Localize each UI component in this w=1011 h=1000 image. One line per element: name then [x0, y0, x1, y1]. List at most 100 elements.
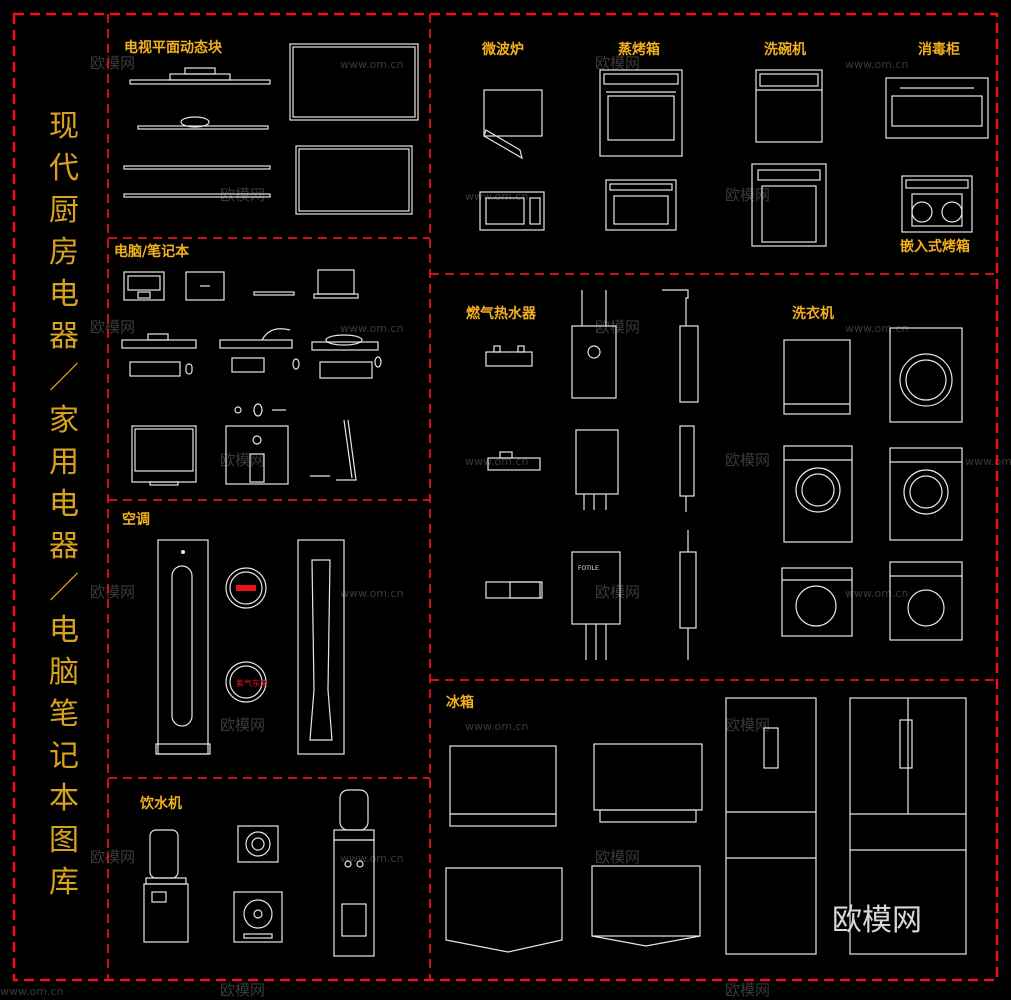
title-char: 记: [49, 739, 79, 774]
watermark-brand: 欧模网: [725, 186, 770, 204]
title-char: ／: [49, 361, 79, 396]
watermark-brand: 欧模网: [220, 716, 265, 734]
washer-front-view: [889, 561, 963, 641]
title-char: 笔: [49, 697, 79, 732]
section-label-tv: 电视平面动态块: [124, 39, 223, 56]
watermark-url: www.om.cn: [465, 720, 528, 733]
microwave-front-view: [479, 191, 545, 231]
tv-front-view: [289, 43, 419, 121]
heater-side-view: [679, 530, 697, 660]
aircon-side-view: [297, 539, 345, 755]
microwave-drawings: [479, 89, 545, 231]
title-char: 电: [49, 277, 79, 312]
fridge-top-view: [593, 743, 703, 823]
section-label-microwave: 微波炉: [481, 41, 524, 58]
watermark-brand: 欧模网: [595, 848, 640, 866]
fridge-top-view: [591, 865, 701, 947]
watermark-url: www.om.cn: [465, 190, 528, 203]
builtin-oven-front-view: [901, 175, 973, 233]
watermark-url: www.om.cn: [845, 58, 908, 71]
watermark-url: www.om.cn: [340, 58, 403, 71]
brand-watermark-large: 欧模网: [832, 903, 922, 938]
tv-top-view: [129, 67, 271, 85]
laptop-lid-view: [185, 271, 225, 301]
watermark-brand: 欧模网: [220, 981, 265, 999]
aircon-panel-text: 紫气东来: [236, 678, 268, 688]
section-label-laptop: 电脑/笔记本: [114, 243, 190, 260]
section-label-steam-oven: 蒸烤箱: [618, 41, 660, 58]
tv-drawings: [123, 43, 419, 215]
heater-top-view: [485, 581, 543, 599]
title-char: 脑: [49, 655, 79, 690]
heater-side-view: [679, 425, 695, 512]
heater-top-view: [487, 451, 541, 471]
dispenser-top-view: [237, 825, 279, 863]
washer-front-view: [781, 567, 853, 637]
washer-top-view: [783, 339, 851, 415]
title-char: 器: [49, 319, 79, 354]
aircon-front-view: [155, 539, 211, 755]
watermark-brand: 欧模网: [725, 451, 770, 469]
title-char: 电: [49, 613, 79, 648]
heater-front-view: [571, 290, 617, 399]
title-char: 房: [49, 235, 79, 270]
heater-front-view: FOTILE: [571, 551, 621, 660]
imac-back-view: [225, 403, 289, 485]
section-label-aircon: 空调: [122, 511, 150, 528]
desktop-top-view: [311, 334, 382, 379]
title-char: 库: [49, 865, 79, 900]
section-label-water-dispenser: 饮水机: [139, 795, 182, 812]
desktop-top-view: [121, 333, 197, 377]
washer-front-view: [889, 327, 963, 423]
watermark-url: www.om.cn: [340, 852, 403, 865]
watermark-url: www.om.cn: [340, 322, 403, 335]
watermark-brand: 欧模网: [595, 318, 640, 336]
desktop-top-view: [219, 328, 300, 373]
watermark-url: www.om.cn: [0, 985, 63, 998]
watermark-brand: 欧模网: [595, 583, 640, 601]
fridge-front-view: [849, 697, 967, 955]
title-char: 家: [49, 403, 79, 438]
monitor-front-view: [131, 425, 197, 486]
aircon-drawings: 紫气东来: [155, 539, 345, 755]
dishwasher-drawings: [751, 69, 827, 247]
laptop-side-view: [253, 291, 295, 296]
water-dispenser-drawings: [143, 789, 375, 957]
watermark-url: www.om.cn: [465, 455, 528, 468]
dishwasher-front-view: [755, 69, 823, 143]
sterilizer-front-view: [885, 77, 989, 139]
fridge-top-view: [445, 867, 563, 953]
watermark-brand: 欧模网: [90, 318, 135, 336]
tv-front-view: [295, 145, 413, 215]
watermark-url: www.om.cn: [340, 587, 403, 600]
watermark-brand: 欧模网: [725, 716, 770, 734]
computer-drawings: [121, 269, 382, 486]
section-label-washer: 洗衣机: [792, 305, 834, 322]
sterilizer-drawings: [885, 77, 989, 233]
watermark-url: www.om.cn: [965, 455, 1011, 468]
watermark-brand: 欧模网: [725, 981, 770, 999]
title-char: 用: [49, 445, 79, 480]
title-char: 现: [49, 109, 79, 144]
heater-front-view: [575, 429, 619, 510]
section-label-gas-heater: 燃气热水器: [466, 305, 537, 322]
tv-top-view: [123, 193, 271, 198]
dishwasher-front-view: [751, 163, 827, 247]
microwave-open-view: [483, 89, 543, 160]
washer-drawings: [781, 327, 963, 641]
section-label-builtin-oven: 嵌入式烤箱: [900, 238, 970, 255]
fridge-top-view: [449, 745, 557, 827]
heater-top-view: [485, 345, 533, 367]
laptop-front-view: [313, 269, 359, 299]
watermark-layer: 欧模网 www.om.cn 欧模网 www.om.cn 欧模网 www.om.c…: [0, 54, 1011, 999]
steam-oven-front-view: [605, 179, 677, 231]
title-char: 代: [49, 151, 79, 186]
title-char: 本: [49, 781, 79, 816]
watermark-url: www.om.cn: [845, 587, 908, 600]
title-char: ／: [49, 571, 79, 606]
title-char: 厨: [49, 193, 79, 228]
outer-frame: [12, 12, 999, 982]
fridge-front-view: [725, 697, 817, 955]
aircon-top-view: 紫气东来: [225, 661, 268, 703]
